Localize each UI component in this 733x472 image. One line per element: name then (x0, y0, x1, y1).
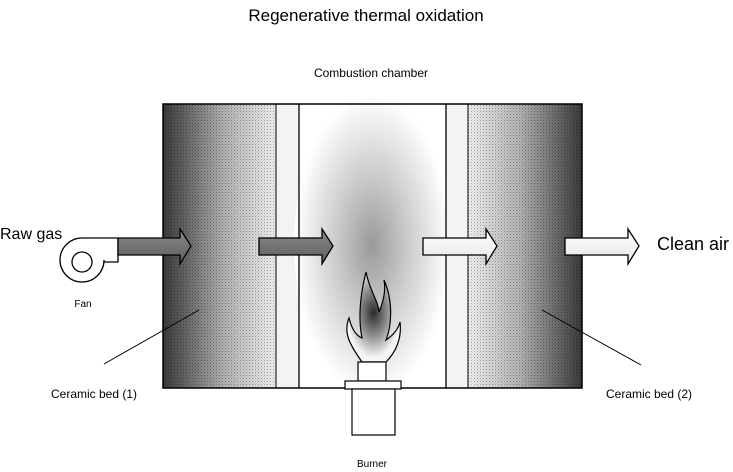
clean-air-label: Clean air (657, 234, 729, 254)
ceramic-bed-1-leader (103, 309, 200, 365)
diagram-title: Regenerative thermal oxidation (248, 6, 483, 25)
ceramic-bed-1-label: Ceramic bed (1) (51, 387, 137, 401)
ceramic-bed-2-label: Ceramic bed (2) (606, 387, 692, 401)
burner-nozzle (357, 361, 387, 382)
burner-label: Burner (357, 459, 388, 470)
chamber-inlet-arrow (258, 226, 334, 267)
chamber-outlet-arrow (422, 226, 498, 267)
clean-air-arrow (564, 226, 640, 267)
combustion-chamber-label: Combustion chamber (314, 66, 428, 80)
burner (344, 361, 402, 436)
raw-gas-arrow (117, 226, 192, 267)
flame (346, 271, 401, 363)
burner-body (351, 388, 396, 436)
burner-flange (344, 380, 402, 390)
raw-gas-label: Raw gas (0, 226, 62, 243)
ceramic-bed-2-leader (541, 309, 642, 366)
fan (59, 237, 119, 283)
flow-arrows (117, 226, 640, 267)
fan-impeller (71, 251, 93, 273)
fan-label: Fan (74, 299, 91, 310)
heat-glow (294, 95, 450, 395)
